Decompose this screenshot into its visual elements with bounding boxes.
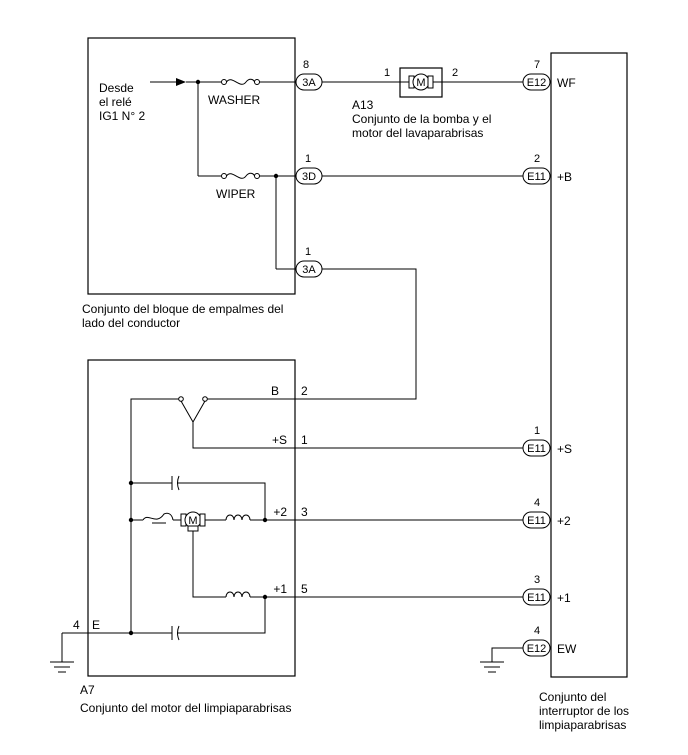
connector-3a-pin8: 8 3A xyxy=(295,59,323,91)
junction-dot xyxy=(262,517,268,523)
wiper-motor: B 2 +S 1 +2 3 +1 5 4 E M xyxy=(50,359,524,715)
connector-pin-number: 1 xyxy=(305,246,311,258)
switch-pin-number: 4 xyxy=(534,497,540,509)
coil-plus2 xyxy=(225,514,251,521)
switch-connector-id: E12 xyxy=(527,643,547,655)
switch-terminal-name: WF xyxy=(557,76,576,90)
connector-pin-number: 8 xyxy=(303,59,309,71)
wire-plus-s xyxy=(192,422,524,449)
wiper-motor-caption: Conjunto del motor del limpiaparabrisas xyxy=(80,701,291,715)
switch-terminal-name: +S xyxy=(557,442,572,456)
source-label-line1: Desde xyxy=(99,81,134,95)
terminal-1-label: +1 xyxy=(273,582,287,596)
wiper-motor-frame xyxy=(87,359,296,677)
source-label-line3: IG1 N° 2 xyxy=(99,109,145,123)
washer-fuse xyxy=(221,78,260,85)
wiper-fuse-label: WIPER xyxy=(216,187,256,201)
wiper-switch-frame xyxy=(550,52,628,678)
connector-id: 3A xyxy=(302,77,316,89)
switch-terminal-name: EW xyxy=(557,642,577,656)
terminal-b-pin: 2 xyxy=(301,384,308,398)
pump-motor-letter: M xyxy=(416,77,425,89)
connector-pin-number: 1 xyxy=(305,153,311,165)
junction-block-caption-line1: Conjunto del bloque de empalmes del xyxy=(82,302,283,316)
switch-pin-number: 2 xyxy=(534,153,540,165)
ground-icon xyxy=(480,661,504,673)
ground-icon xyxy=(50,633,74,673)
pump-motor-caption-line1: Conjunto de la bomba y el xyxy=(352,112,491,126)
switch-connector-id: E11 xyxy=(527,443,546,455)
terminal-s-pin: 1 xyxy=(301,433,308,447)
park-switch-contact xyxy=(178,396,184,402)
coil-plus1 xyxy=(225,591,251,598)
terminal-2-label: +2 xyxy=(273,505,287,519)
pump-motor-caption-line2: motor del lavaparabrisas xyxy=(352,126,483,140)
switch-connector-id: E11 xyxy=(527,515,546,527)
wiper-switch-caption-line3: limpiaparabrisas xyxy=(539,718,626,732)
thermo-breaker xyxy=(142,512,174,521)
switch-terminal-name: +B xyxy=(557,170,572,184)
terminal-s-label: +S xyxy=(272,433,287,447)
wiper-motor-brush xyxy=(199,513,206,527)
pump-pin-right: 2 xyxy=(452,67,458,79)
pump-motor-brush xyxy=(427,75,434,89)
washer-fuse-label: WASHER xyxy=(208,93,261,107)
park-switch-contact xyxy=(202,396,208,402)
terminal-2-pin: 3 xyxy=(301,505,308,519)
washer-pump-motor: 1 M 2 A13 Conjunto de la bomba y el moto… xyxy=(322,67,524,140)
wire-cap-top-right xyxy=(177,482,266,520)
switch-terminal-ew: 4 E12 EW xyxy=(522,625,577,657)
wire-3a-to-motor-b xyxy=(294,268,417,400)
switch-pin-number: 1 xyxy=(534,425,540,437)
junction-block-caption-line2: lado del conductor xyxy=(82,316,180,330)
switch-connector-id: E11 xyxy=(527,171,546,183)
wiper-switch-caption-line2: interruptor de los xyxy=(539,704,629,718)
connector-3a-pin1: 1 3A xyxy=(295,246,323,278)
junction-block-frame xyxy=(87,37,296,295)
switch-terminal-wf: 7 E12 WF xyxy=(522,59,576,91)
switch-pin-number: 3 xyxy=(534,574,540,586)
switch-terminal-s: 1 E11 +S xyxy=(522,425,572,457)
wire-motor-to-coil-1 xyxy=(192,531,226,598)
switch-terminal-name: +1 xyxy=(557,591,571,605)
switch-terminal-plus1: 3 E11 +1 xyxy=(522,574,571,606)
wiper-switch-caption-line1: Conjunto del xyxy=(539,690,606,704)
wiper-fuse xyxy=(221,172,260,179)
switch-terminal-name: +2 xyxy=(557,514,571,528)
wiper-motor-brush xyxy=(187,525,199,532)
switch-terminal-plus2: 4 E11 +2 xyxy=(522,497,571,529)
wire-cap-bottom-right xyxy=(177,597,266,634)
switch-connector-id: E12 xyxy=(527,77,547,89)
wiper-motor-letter: M xyxy=(188,515,197,527)
switch-pin-number: 4 xyxy=(534,625,540,637)
pump-pin-left: 1 xyxy=(384,67,390,79)
pump-motor-code: A13 xyxy=(352,98,374,112)
park-switch-arm xyxy=(192,400,206,423)
source-arrow-head xyxy=(176,78,186,86)
wire-ew-ground xyxy=(491,647,523,662)
switch-connector-id: E11 xyxy=(527,592,546,604)
junction-block: Desde el relé IG1 N° 2 WASHER WIPER xyxy=(82,37,323,330)
wiper-switch: 7 E12 WF 2 E11 +B 1 E11 +S 4 E11 +2 3 E1… xyxy=(480,52,629,732)
switch-pin-number: 7 xyxy=(534,59,540,71)
terminal-1-pin: 5 xyxy=(301,582,308,596)
park-switch-arm xyxy=(180,400,194,423)
terminal-e-label: E xyxy=(92,618,100,632)
switch-terminal-b: 2 E11 +B xyxy=(522,153,572,185)
wiper-motor-code: A7 xyxy=(80,683,95,697)
junction-dot xyxy=(128,630,134,636)
wire-park-to-ground xyxy=(130,398,183,633)
connector-id: 3D xyxy=(302,171,316,183)
terminal-e-pin: 4 xyxy=(73,618,80,632)
connector-id: 3A xyxy=(302,264,316,276)
source-label-line2: el relé xyxy=(99,95,132,109)
connector-3d-pin1: 1 3D xyxy=(295,153,323,185)
terminal-b-label: B xyxy=(271,384,279,398)
